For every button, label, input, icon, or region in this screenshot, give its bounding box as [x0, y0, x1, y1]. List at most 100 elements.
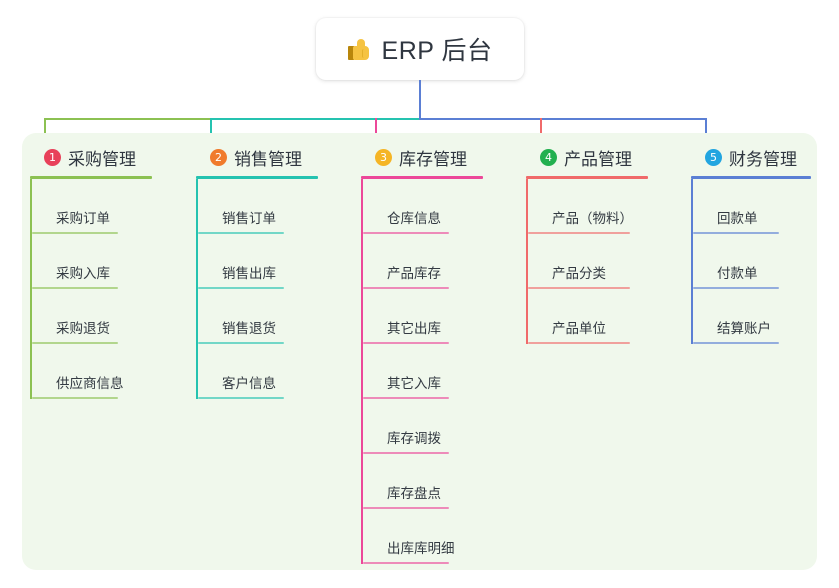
list-item-label: 其它入库 [387, 376, 441, 391]
list-item[interactable]: 产品（物料） [526, 179, 691, 234]
column-items-4: 产品（物料） 产品分类产品单位 [526, 179, 691, 344]
column-underline-4 [526, 176, 648, 179]
list-item-label: 采购入库 [56, 266, 110, 281]
column-underline-2 [196, 176, 318, 179]
list-item-label: 采购订单 [56, 211, 110, 226]
bus-segment-1 [44, 118, 212, 120]
list-item-label: 回款单 [717, 211, 758, 226]
list-item[interactable]: 采购入库 [30, 234, 190, 289]
list-item-underline [693, 232, 779, 234]
list-item[interactable]: 销售订单 [196, 179, 356, 234]
column-title-5: 财务管理 [729, 149, 797, 169]
column-header-4[interactable]: 4 产品管理 [526, 144, 691, 170]
list-item-underline [198, 397, 284, 399]
list-item-underline [528, 287, 630, 289]
list-item-underline [198, 232, 284, 234]
list-item[interactable]: 供应商信息 [30, 344, 190, 399]
list-item-label: 出库库明细 [387, 541, 455, 556]
column-underline-5 [691, 176, 811, 179]
list-item[interactable]: 其它出库 [361, 289, 521, 344]
list-item[interactable]: 采购退货 [30, 289, 190, 344]
branch-drop-3 [375, 118, 377, 144]
list-item[interactable]: 付款单 [691, 234, 839, 289]
column-spine-4 [526, 179, 528, 344]
column-title-3: 库存管理 [399, 149, 467, 169]
branch-drop-1 [44, 118, 46, 144]
list-item-label: 付款单 [717, 266, 758, 281]
diagram-canvas [22, 133, 817, 570]
column-spine-1 [30, 179, 32, 399]
list-item-underline [528, 232, 630, 234]
branch-drop-5 [705, 118, 707, 144]
list-item[interactable]: 结算账户 [691, 289, 839, 344]
list-item-underline [363, 232, 449, 234]
list-item-label: 库存盘点 [387, 486, 441, 501]
list-item-label: 销售退货 [222, 321, 276, 336]
list-item[interactable]: 库存调拨 [361, 399, 521, 454]
root-node-label: ERP 后台 [381, 37, 493, 65]
list-item[interactable]: 其它入库 [361, 344, 521, 399]
column-4: 4 产品管理产品（物料） 产品分类产品单位 [526, 144, 691, 344]
list-item[interactable]: 库存盘点 [361, 454, 521, 509]
column-title-4: 产品管理 [564, 149, 632, 169]
list-item[interactable]: 销售出库 [196, 234, 356, 289]
branch-drop-4 [540, 118, 542, 144]
column-badge-icon-4: 4 [540, 148, 557, 166]
list-item[interactable]: 产品库存 [361, 234, 521, 289]
list-item[interactable]: 采购订单 [30, 179, 190, 234]
list-item[interactable]: 出库库明细 [361, 509, 521, 564]
column-spine-3 [361, 179, 363, 564]
column-underline-1 [30, 176, 152, 179]
list-item-label: 采购退货 [56, 321, 110, 336]
list-item-label: 仓库信息 [387, 211, 441, 226]
list-item[interactable]: 销售退货 [196, 289, 356, 344]
column-2: 2 销售管理销售订单销售出库销售退货客户信息 [196, 144, 356, 399]
list-item[interactable]: 回款单 [691, 179, 839, 234]
column-items-5: 回款单付款单结算账户 [691, 179, 839, 344]
list-item-underline [363, 342, 449, 344]
column-badge-icon-2: 2 [210, 148, 227, 166]
list-item-underline [363, 507, 449, 509]
list-item-underline [363, 397, 449, 399]
list-item-underline [32, 397, 118, 399]
list-item[interactable]: 产品分类 [526, 234, 691, 289]
branch-drop-2 [210, 118, 212, 144]
list-item-label: 销售订单 [222, 211, 276, 226]
list-item[interactable]: 客户信息 [196, 344, 356, 399]
list-item-label: 产品（物料） [552, 211, 633, 226]
list-item-underline [693, 342, 779, 344]
root-node[interactable]: ERP 后台 [316, 18, 524, 80]
column-header-2[interactable]: 2 销售管理 [196, 144, 356, 170]
column-items-2: 销售订单销售出库销售退货客户信息 [196, 179, 356, 399]
list-item-label: 供应商信息 [56, 376, 124, 391]
list-item-underline [363, 562, 449, 564]
bus-segment-2 [210, 118, 421, 120]
root-trunk-line [419, 80, 421, 120]
column-spine-2 [196, 179, 198, 399]
list-item-underline [198, 342, 284, 344]
column-3: 3 库存管理仓库信息产品库存其它出库其它入库库存调拨库存盘点出库库明细 [361, 144, 521, 564]
list-item-label: 产品单位 [552, 321, 606, 336]
column-items-3: 仓库信息产品库存其它出库其它入库库存调拨库存盘点出库库明细 [361, 179, 521, 564]
column-badge-icon-3: 3 [375, 148, 392, 166]
list-item-label: 产品分类 [552, 266, 606, 281]
list-item[interactable]: 仓库信息 [361, 179, 521, 234]
list-item-underline [198, 287, 284, 289]
list-item-underline [693, 287, 779, 289]
list-item-label: 其它出库 [387, 321, 441, 336]
list-item-label: 销售出库 [222, 266, 276, 281]
list-item-underline [32, 287, 118, 289]
list-item[interactable]: 产品单位 [526, 289, 691, 344]
column-items-1: 采购订单采购入库采购退货供应商信息 [30, 179, 190, 399]
column-title-2: 销售管理 [234, 149, 302, 169]
list-item-underline [528, 342, 630, 344]
column-underline-3 [361, 176, 483, 179]
list-item-underline [32, 232, 118, 234]
list-item-underline [32, 342, 118, 344]
column-header-3[interactable]: 3 库存管理 [361, 144, 521, 170]
list-item-underline [363, 452, 449, 454]
